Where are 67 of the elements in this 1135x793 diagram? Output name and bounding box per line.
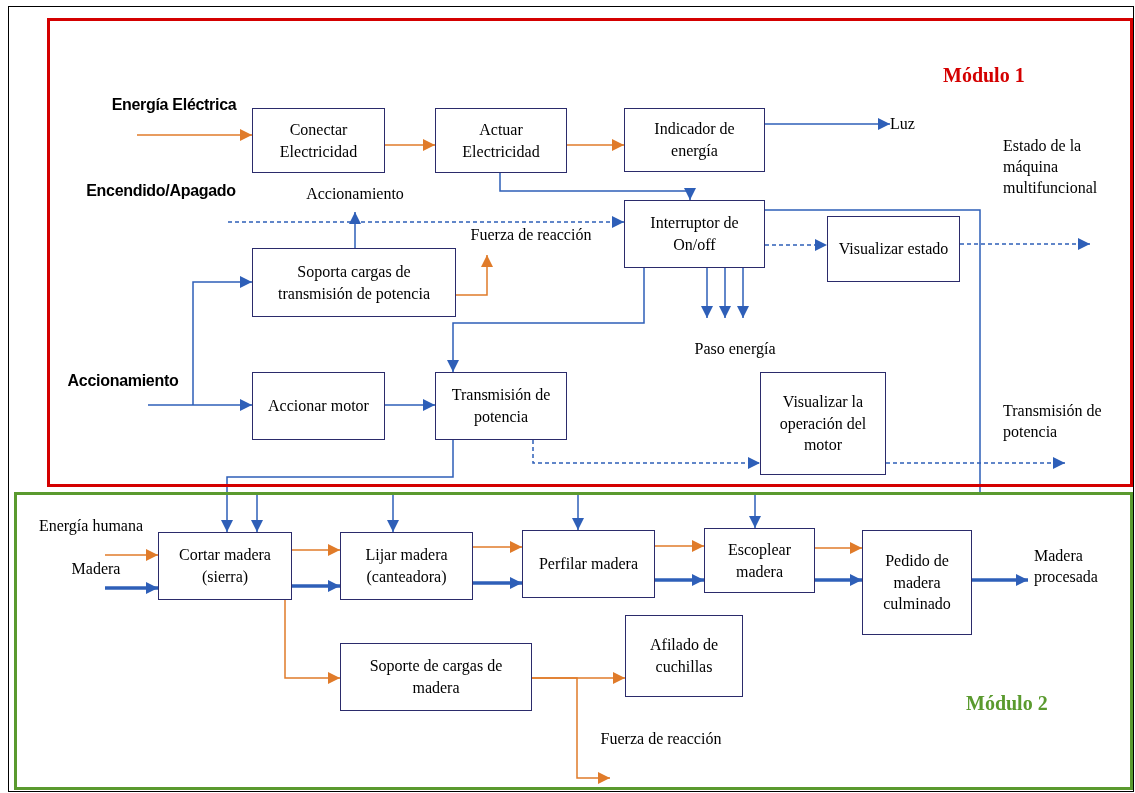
arrow — [192, 276, 253, 406]
flow-label: Fuerza de reacción — [456, 225, 606, 255]
arrow — [499, 172, 696, 201]
process-box: Visualizar la operación del motor — [760, 372, 886, 475]
flow-label: Madera procesada — [1028, 540, 1128, 594]
arrow — [291, 544, 341, 556]
flow-label: Luz — [890, 113, 930, 135]
arrow — [701, 267, 713, 319]
process-box: Transmisión de potencia — [435, 372, 567, 440]
process-box: Cortar madera (sierra) — [158, 532, 292, 600]
flow-label: Fuerza de reacción — [584, 729, 738, 778]
process-box: Accionar motor — [252, 372, 385, 440]
process-box: Lijar madera (canteadora) — [340, 532, 473, 600]
process-box: Pedido de madera culminado — [862, 530, 972, 635]
process-box: Afilado de cuchillas — [625, 615, 743, 697]
flow-label: Madera — [60, 559, 132, 588]
arrow — [284, 599, 341, 684]
process-box: Conectar Electricidad — [252, 108, 385, 173]
arrow — [221, 439, 454, 533]
arrow — [447, 267, 645, 373]
flow-label: Accionamiento — [292, 184, 418, 212]
arrow — [532, 439, 761, 469]
arrow — [814, 542, 863, 554]
arrow — [972, 574, 1028, 586]
module-title: Módulo 1 — [943, 63, 1025, 88]
flow-label: Energía humana — [24, 516, 158, 555]
arrow — [655, 574, 704, 586]
arrow — [737, 267, 749, 319]
flow-label: Paso energía — [682, 318, 788, 360]
arrow — [292, 580, 340, 592]
module-frame — [47, 18, 1133, 487]
arrow — [566, 139, 625, 151]
arrow — [719, 267, 731, 319]
flow-label: Accionamiento — [56, 371, 190, 405]
arrow — [885, 457, 1066, 469]
process-box: Visualizar estado — [827, 216, 960, 282]
connector-line — [764, 209, 981, 493]
module-title: Módulo 2 — [966, 691, 1048, 716]
arrow — [104, 549, 159, 561]
process-box: Indicador de energía — [624, 108, 765, 172]
arrow — [959, 238, 1091, 250]
arrow — [136, 129, 253, 141]
arrow — [349, 211, 361, 249]
process-box: Escoplear madera — [704, 528, 815, 593]
flow-label: Transmisión de potencia — [1003, 401, 1125, 463]
process-box: Soporte de cargas de madera — [340, 643, 532, 711]
arrow — [531, 677, 611, 784]
process-box: Soporta cargas de transmisión de potencia — [252, 248, 456, 317]
flow-label: Estado de la máquina multifuncional — [1003, 136, 1127, 244]
flow-label: Encendido/Apagado — [76, 181, 246, 222]
arrow — [654, 540, 705, 552]
arrow — [384, 139, 436, 151]
arrow — [227, 216, 625, 228]
module-frame — [14, 492, 1133, 790]
arrow — [105, 582, 158, 594]
arrow — [147, 399, 253, 411]
arrow — [815, 574, 862, 586]
arrow — [473, 577, 522, 589]
arrow — [472, 541, 523, 553]
arrow — [764, 239, 828, 251]
arrow — [764, 118, 891, 130]
process-box: Perfilar madera — [522, 530, 655, 598]
flow-label: Energía Eléctrica — [98, 95, 250, 135]
arrow — [455, 254, 493, 296]
arrow — [384, 399, 436, 411]
process-box: Interruptor de On/off — [624, 200, 765, 268]
process-box: Actuar Electricidad — [435, 108, 567, 173]
